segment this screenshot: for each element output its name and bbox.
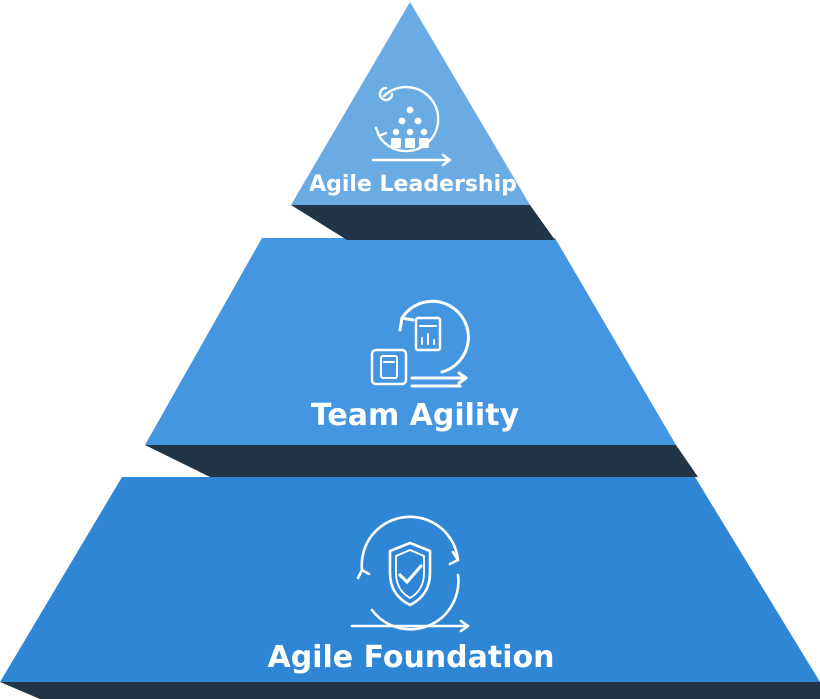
foundation-tier-shadow	[0, 682, 820, 699]
leadership-tier-label: Agile Leadership	[309, 172, 517, 197]
team-agility-icon	[370, 299, 470, 388]
foundation-tier-label: Agile Foundation	[268, 640, 555, 675]
shield-check-icon	[350, 515, 470, 633]
team-tier-shadow	[145, 445, 698, 477]
leadership-icon	[371, 85, 452, 167]
team-tier	[145, 238, 676, 445]
leadership-tier-shadow	[291, 205, 555, 240]
leadership-tier	[291, 2, 530, 205]
team-tier-label: Team Agility	[311, 398, 520, 433]
